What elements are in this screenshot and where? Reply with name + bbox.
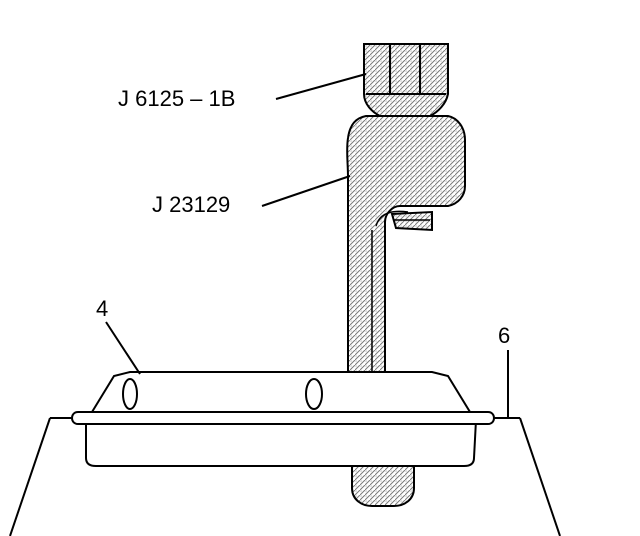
label-tool-j6125: J 6125 – 1B (118, 86, 236, 111)
puller-tool (346, 115, 466, 373)
leader-lines (105, 73, 509, 418)
label-tool-j23129: J 23129 (152, 192, 231, 217)
flange-6 (70, 411, 496, 425)
leader-part-4 (105, 321, 141, 375)
leader-tool-2 (261, 175, 351, 207)
slide-hammer-weight (363, 43, 449, 117)
label-part-6: 6 (498, 323, 511, 348)
lower-boss (351, 465, 415, 507)
label-part-4: 4 (96, 296, 109, 321)
component-4 (85, 371, 478, 467)
leader-tool-1 (275, 73, 367, 100)
